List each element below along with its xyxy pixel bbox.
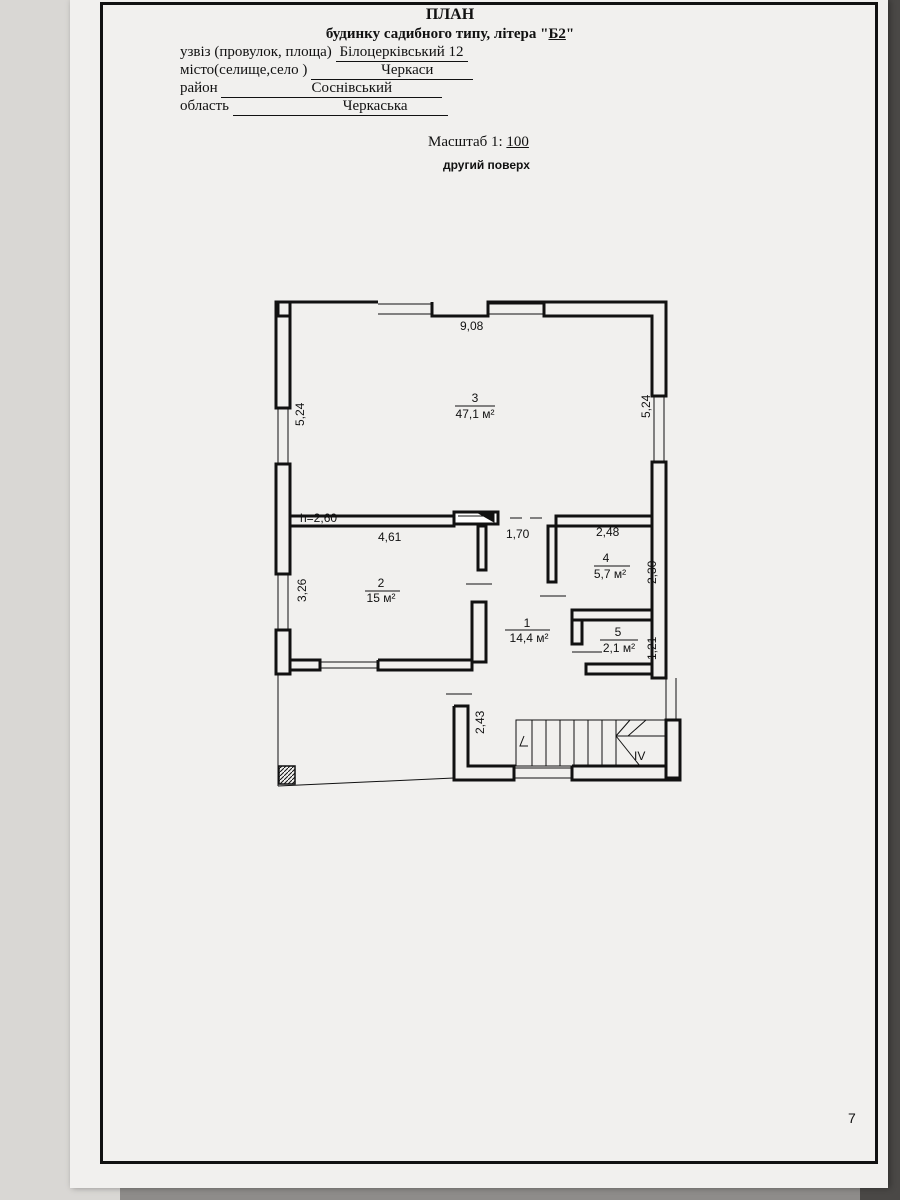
district-row: район Соснівський bbox=[180, 80, 443, 98]
room1-area: 14,4 м² bbox=[510, 631, 549, 645]
room4-area: 5,7 м² bbox=[594, 567, 626, 581]
room2-area: 15 м² bbox=[367, 591, 396, 605]
dim-hall-width: 1,70 bbox=[506, 527, 530, 541]
room3-number: 3 bbox=[472, 391, 479, 405]
stair-diag bbox=[627, 719, 647, 737]
wall-room4-bottom bbox=[570, 608, 654, 622]
dim-left-height: 5,24 bbox=[293, 402, 307, 426]
wall-room5-left bbox=[570, 618, 584, 646]
stair-mark: IV bbox=[634, 749, 645, 763]
room1-number: 1 bbox=[524, 616, 531, 630]
wall-room4-left bbox=[546, 524, 558, 584]
chimney-mark bbox=[478, 513, 495, 523]
dim-right-height: 5,24 bbox=[639, 394, 653, 418]
document-subtitle: будинку садибного типу, літера "Б2" bbox=[0, 26, 900, 43]
document-frame bbox=[100, 2, 878, 1164]
subtitle-suffix: " bbox=[565, 26, 575, 42]
dim-room2-height: 3,26 bbox=[295, 578, 309, 602]
stair-diag bbox=[615, 735, 641, 767]
plan-walls bbox=[274, 300, 682, 782]
wall-top-right bbox=[542, 300, 668, 398]
floor-label: другий поверх bbox=[443, 158, 530, 172]
wall-room2-bottom-left bbox=[290, 658, 322, 672]
wall-room2-right-upper bbox=[476, 524, 488, 572]
wall-room5-bottom bbox=[584, 662, 654, 676]
street-row: узвіз (провулок, площа) Білоцерківський … bbox=[180, 44, 468, 62]
room5-number: 5 bbox=[615, 625, 622, 639]
wall-right-stair bbox=[664, 718, 682, 780]
dim-room4-width: 2,48 bbox=[596, 525, 620, 539]
dim-lower-height: 2,43 bbox=[473, 710, 487, 734]
hatched-column bbox=[278, 765, 296, 785]
room4-number: 4 bbox=[603, 551, 610, 565]
dim-ceiling-height: h=2,60 bbox=[300, 511, 337, 525]
wall-room2-right-lower bbox=[470, 600, 488, 664]
wall-room2-bottom-right bbox=[376, 658, 474, 672]
plan-thin-lines bbox=[277, 303, 677, 787]
wall-top-left bbox=[276, 300, 378, 318]
street-label: узвіз (провулок, площа) bbox=[180, 44, 332, 60]
dim-top-width: 9,08 bbox=[460, 319, 484, 333]
page-number: 7 bbox=[848, 1110, 856, 1126]
city-label: місто(селище,село ) bbox=[180, 62, 308, 78]
city-row: місто(селище,село ) Черкаси bbox=[180, 62, 474, 80]
wall-left-upper bbox=[274, 300, 292, 410]
terrace-bottom bbox=[277, 777, 455, 787]
document-sheet bbox=[70, 0, 888, 1188]
room2-number: 2 bbox=[378, 576, 385, 590]
stair-arrow bbox=[519, 735, 528, 747]
region-value: Черкаська bbox=[232, 98, 448, 116]
dim-room4-height: 2,30 bbox=[645, 560, 659, 584]
document-title: ПЛАН bbox=[425, 6, 475, 23]
region-row: область Черкаська bbox=[180, 98, 448, 116]
wall-inner-horizontal-right bbox=[554, 514, 654, 528]
subtitle-prefix: будинку садибного типу, літера " bbox=[325, 26, 549, 42]
street-value: Білоцерківський 12 bbox=[335, 44, 468, 62]
wall-left-lower bbox=[274, 628, 292, 676]
wall-right-lower bbox=[650, 460, 668, 680]
wall-left-middle bbox=[274, 462, 292, 576]
litera-value: Б2 bbox=[548, 26, 566, 42]
dim-room5-height: 1,21 bbox=[645, 636, 659, 660]
dim-room2-width: 4,61 bbox=[378, 530, 402, 544]
wall-lower-left bbox=[452, 704, 516, 782]
room5-area: 2,1 м² bbox=[603, 641, 635, 655]
scale-value: 100 bbox=[506, 134, 529, 150]
stair-diag bbox=[615, 719, 631, 737]
scale-label: Масштаб 1: bbox=[428, 134, 503, 150]
stairs-outline bbox=[515, 719, 667, 767]
district-value: Соснівський bbox=[221, 80, 443, 98]
city-value: Черкаси bbox=[311, 62, 474, 80]
room3-area: 47,1 м² bbox=[456, 407, 495, 421]
wall-top-middle bbox=[430, 300, 544, 318]
region-label: область bbox=[180, 98, 229, 114]
district-label: район bbox=[180, 80, 218, 96]
scale-line: Масштаб 1: 100 bbox=[428, 134, 529, 151]
